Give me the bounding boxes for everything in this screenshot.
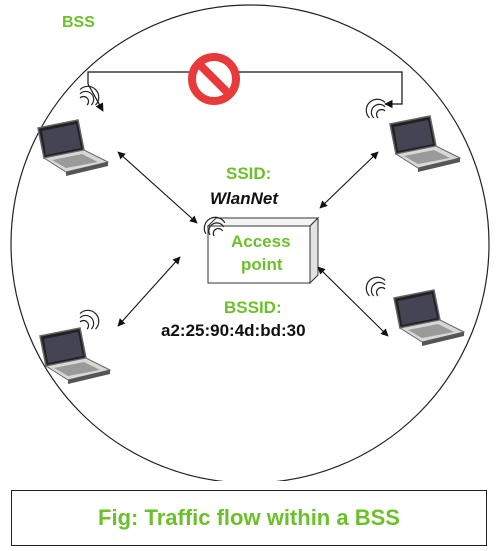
ap-label-line2: point <box>241 255 283 274</box>
bss-diagram: BSS Access point SSID: WlanNet BSSID: a2… <box>10 4 490 481</box>
ap-label-line1: Access <box>231 232 291 251</box>
access-point-icon <box>199 212 320 285</box>
link-arrow-top-right <box>319 151 379 209</box>
bssid-value: a2:25:90:4d:bd:30 <box>161 321 306 340</box>
bss-label: BSS <box>62 14 95 31</box>
blocked-path-left-end <box>87 83 104 112</box>
prohibited-icon <box>188 53 240 105</box>
blocked-path-line <box>87 71 403 109</box>
figure-caption: Fig: Traffic flow within a BSS <box>98 505 400 530</box>
link-arrow-bottom-left <box>117 256 181 327</box>
ssid-label: SSID: <box>226 164 271 183</box>
bssid-label: BSSID: <box>224 298 282 317</box>
link-arrow-bottom-right <box>317 266 389 337</box>
link-arrow-top-left <box>117 151 198 224</box>
ssid-value: WlanNet <box>210 189 279 208</box>
figure-caption-box: Fig: Traffic flow within a BSS <box>11 490 487 546</box>
